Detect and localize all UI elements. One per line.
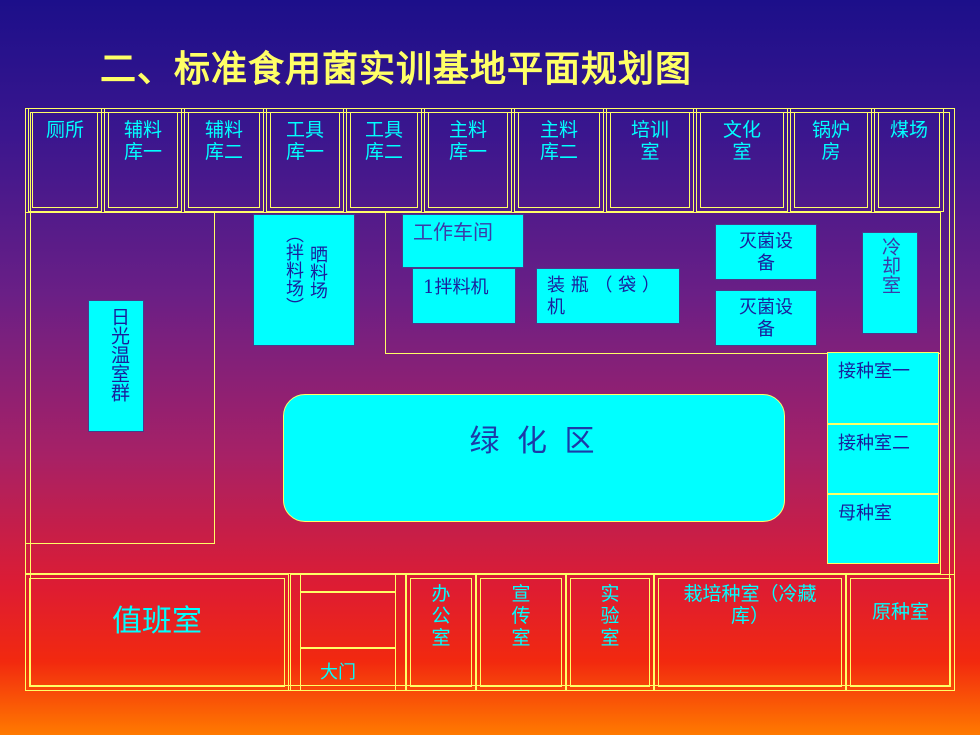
top-room-8: 文化室	[696, 108, 788, 212]
gate-inner-top	[300, 574, 396, 592]
top-room-3: 工具库一	[266, 108, 344, 212]
workshop-box: 工作车间	[402, 214, 524, 268]
greenhouse-zone	[25, 212, 215, 544]
gate-inner-bottom	[300, 648, 396, 691]
original-culture-room: 原种室	[846, 574, 955, 691]
page-title: 二、标准食用菌实训基地平面规划图	[100, 49, 693, 90]
workshop-zone	[385, 212, 941, 354]
top-room-7: 培训室	[606, 108, 694, 212]
drying-yard-label: 晒料场	[307, 245, 328, 299]
publicity-room: 宣传室	[476, 574, 566, 691]
inoculation-room-2: 接种室二	[827, 424, 939, 494]
top-room-1: 辅料库一	[104, 108, 182, 212]
top-room-6: 主料库二	[514, 108, 604, 212]
top-room-0: 厕所	[28, 108, 102, 212]
site-inner-outline	[30, 112, 950, 686]
mother-culture-room: 母种室	[827, 494, 939, 564]
lab-room: 实验室	[566, 574, 654, 691]
top-room-2: 辅料库二	[184, 108, 264, 212]
sterilizer-1-box: 灭菌设备	[715, 224, 817, 280]
green-area: 绿 化 区	[283, 394, 785, 522]
top-room-10: 煤场	[874, 108, 944, 212]
sterilizer-2-box: 灭菌设备	[715, 290, 817, 346]
bottling-box: 装 瓶 （ 袋 ） 机	[536, 268, 680, 324]
top-room-4: 工具库二	[346, 108, 422, 212]
top-room-5: 主料库一	[424, 108, 512, 212]
gate-label: 大门	[320, 662, 356, 683]
cooling-room-box: 冷却室	[862, 232, 918, 334]
inoculation-room-1: 接种室一	[827, 352, 939, 424]
duty-room-label: 值班室	[112, 604, 202, 639]
mixer-box: 1拌料机	[412, 268, 516, 324]
office-room: 办公室	[406, 574, 476, 691]
duty-room	[25, 574, 289, 691]
gate-inner	[300, 592, 396, 648]
drying-yard-box: 晒料场 （拌料场）	[253, 214, 355, 346]
cultivation-room: 栽培种室（冷藏库）	[654, 574, 846, 691]
drying-yard-note: （拌料场）	[283, 225, 304, 315]
top-room-9: 锅炉房	[790, 108, 872, 212]
greenhouse-box: 日光温室群	[88, 300, 144, 432]
